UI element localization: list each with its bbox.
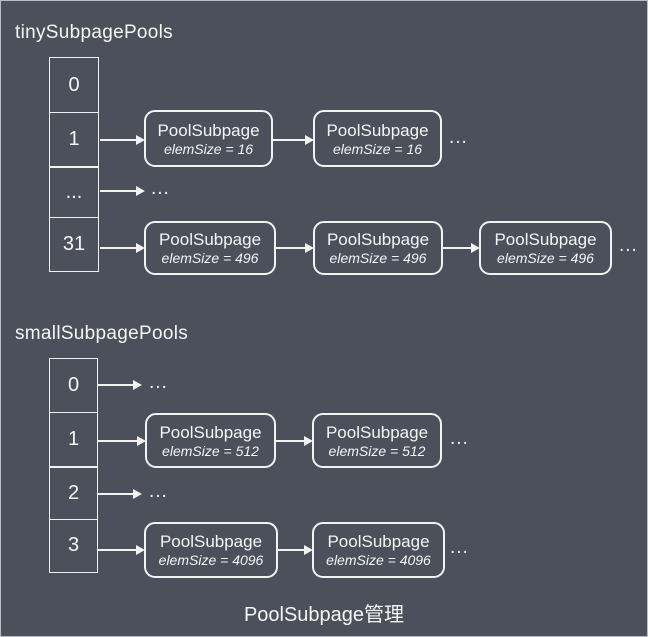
- arrow: [278, 545, 313, 555]
- arrow: [276, 243, 314, 253]
- node-title: PoolSubpage: [494, 230, 597, 249]
- arrow: [100, 186, 145, 196]
- arrowhead-icon: [136, 243, 145, 253]
- array-cell: 31: [49, 216, 99, 272]
- arrow: [273, 135, 314, 145]
- section-title-tiny: tinySubpagePools: [15, 22, 173, 43]
- arrowhead-icon: [136, 186, 145, 196]
- pool-subpage-node: PoolSubpage elemSize = 16: [313, 110, 442, 167]
- pool-subpage-node: PoolSubpage elemSize = 496: [313, 221, 443, 275]
- node-detail: elemSize = 496: [497, 250, 594, 266]
- node-title: PoolSubpage: [326, 120, 429, 140]
- arrowhead-icon: [304, 436, 313, 446]
- arrow-shaft: [100, 247, 136, 249]
- arrow-shaft: [98, 493, 133, 495]
- array-cell: 3: [49, 518, 98, 573]
- diagram-caption: PoolSubpage管理: [243, 604, 405, 626]
- arrow: [98, 489, 142, 499]
- small-array: 0 1 2 3: [49, 358, 98, 573]
- ellipsis-label: ...: [619, 235, 638, 256]
- array-cell: 1: [49, 411, 98, 468]
- ellipsis-label: ...: [450, 537, 469, 558]
- node-title: PoolSubpage: [326, 230, 430, 249]
- arrow: [443, 243, 480, 253]
- node-detail: elemSize = 4096: [326, 552, 431, 568]
- section-title-small: smallSubpagePools: [15, 323, 189, 344]
- arrow: [98, 545, 145, 555]
- arrowhead-icon: [136, 545, 145, 555]
- ellipsis-label: ...: [149, 481, 168, 502]
- arrow-shaft: [100, 190, 136, 192]
- pool-subpage-node: PoolSubpage elemSize = 4096: [144, 522, 278, 578]
- pool-subpage-node: PoolSubpage elemSize = 512: [312, 413, 442, 468]
- node-detail: elemSize = 496: [329, 250, 427, 266]
- arrowhead-icon: [471, 243, 480, 253]
- arrow: [100, 243, 145, 253]
- arrow-shaft: [278, 549, 304, 551]
- array-cell: 0: [49, 57, 99, 113]
- node-title: PoolSubpage: [158, 230, 262, 249]
- node-title: PoolSubpage: [325, 422, 429, 442]
- ellipsis-label: ...: [149, 372, 168, 393]
- pool-subpage-node: PoolSubpage elemSize = 496: [144, 221, 276, 275]
- tiny-array: 0 1 ... 31: [49, 57, 99, 272]
- node-detail: elemSize = 496: [161, 250, 259, 266]
- node-detail: elemSize = 512: [162, 442, 259, 459]
- arrow-shaft: [273, 139, 305, 141]
- arrow-shaft: [276, 440, 304, 442]
- arrow-shaft: [100, 139, 136, 141]
- pool-subpage-node: PoolSubpage elemSize = 512: [145, 413, 276, 468]
- node-title: PoolSubpage: [327, 532, 430, 551]
- array-cell: 1: [49, 111, 99, 168]
- arrow: [276, 436, 313, 446]
- pool-subpage-node: PoolSubpage elemSize = 496: [479, 221, 612, 275]
- node-detail: elemSize = 16: [332, 140, 423, 157]
- node-title: PoolSubpage: [157, 120, 260, 140]
- arrowhead-icon: [133, 380, 142, 390]
- arrowhead-icon: [133, 489, 142, 499]
- arrow: [100, 135, 145, 145]
- arrow-shaft: [98, 549, 136, 551]
- array-cell: 2: [49, 466, 98, 520]
- arrowhead-icon: [137, 436, 146, 446]
- arrowhead-icon: [136, 135, 145, 145]
- node-detail: elemSize = 16: [163, 140, 254, 157]
- arrowhead-icon: [305, 243, 314, 253]
- arrow: [98, 380, 142, 390]
- arrow-shaft: [98, 440, 137, 442]
- arrow-shaft: [276, 247, 305, 249]
- array-cell: ...: [49, 166, 99, 218]
- arrow-shaft: [443, 247, 471, 249]
- arrow-shaft: [98, 384, 133, 386]
- pool-subpage-node: PoolSubpage elemSize = 16: [144, 110, 273, 167]
- arrowhead-icon: [304, 545, 313, 555]
- pool-subpage-node: PoolSubpage elemSize = 4096: [312, 522, 445, 578]
- node-detail: elemSize = 512: [328, 442, 426, 459]
- arrow: [98, 436, 146, 446]
- node-title: PoolSubpage: [159, 532, 263, 551]
- arrowhead-icon: [305, 135, 314, 145]
- node-title: PoolSubpage: [159, 422, 262, 442]
- array-cell: 0: [49, 358, 98, 413]
- ellipsis-label: ...: [449, 127, 468, 148]
- ellipsis-label: ...: [450, 428, 469, 449]
- ellipsis-label: ...: [151, 178, 170, 199]
- node-detail: elemSize = 4096: [158, 552, 264, 568]
